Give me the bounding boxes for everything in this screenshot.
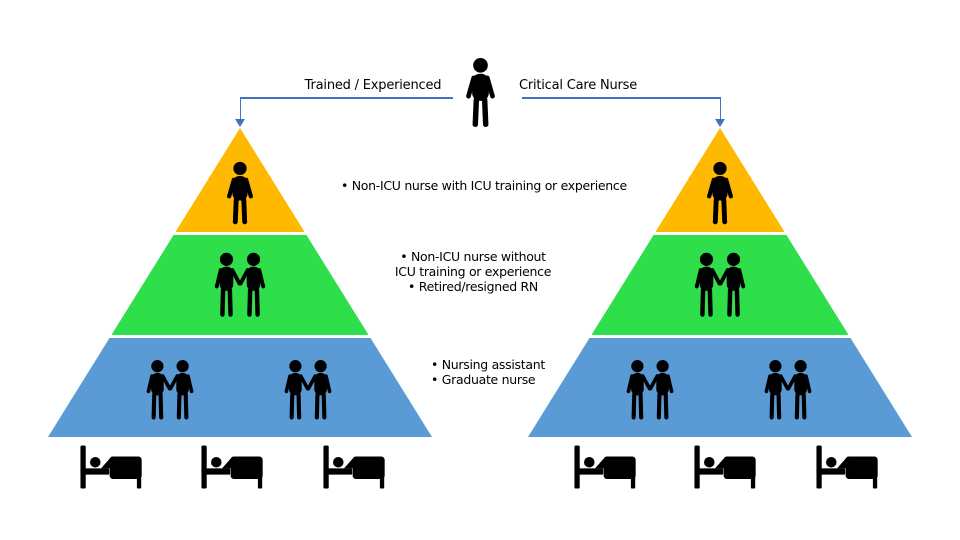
- left-connector-line-vertical: [239, 97, 241, 120]
- left-connector-line-horizontal: [240, 97, 453, 99]
- note-line: • Retired/resigned RN: [408, 279, 538, 294]
- right-down-arrowhead-icon: [714, 119, 725, 127]
- right-pyramid: [528, 128, 912, 437]
- right-connector-line-vertical: [719, 97, 721, 120]
- patient-bed-icon: [693, 445, 760, 489]
- note-line: ICU training or experience: [394, 264, 552, 279]
- top-tier-note: • Non-ICU nurse with ICU training or exp…: [341, 178, 627, 193]
- bottom-tier-note: • Nursing assistant • Graduate nurse: [431, 357, 545, 387]
- right-pyramid-bottom-tier: [528, 338, 912, 437]
- note-line: • Graduate nurse: [431, 372, 536, 387]
- patient-bed-icon: [573, 445, 640, 489]
- patient-bed-icon: [200, 445, 267, 489]
- middle-tier-note: • Non-ICU nurse without ICU training or …: [395, 249, 551, 294]
- patient-bed-icon: [322, 445, 389, 489]
- critical-care-nurse-icon: [460, 57, 501, 128]
- right-connector-line-horizontal: [522, 97, 720, 99]
- note-line: • Non-ICU nurse without: [400, 249, 546, 264]
- patient-bed-icon: [815, 445, 882, 489]
- note-line: • Non-ICU nurse with ICU training or exp…: [341, 178, 627, 193]
- right-connector-label: Critical Care Nurse: [518, 78, 638, 93]
- left-pyramid-bottom-tier: [48, 338, 432, 437]
- left-pyramid: [48, 128, 432, 437]
- left-connector-label: Trained / Experienced: [304, 78, 442, 93]
- patient-bed-icon: [79, 445, 146, 489]
- note-line: • Nursing assistant: [431, 357, 545, 372]
- left-down-arrowhead-icon: [234, 119, 245, 127]
